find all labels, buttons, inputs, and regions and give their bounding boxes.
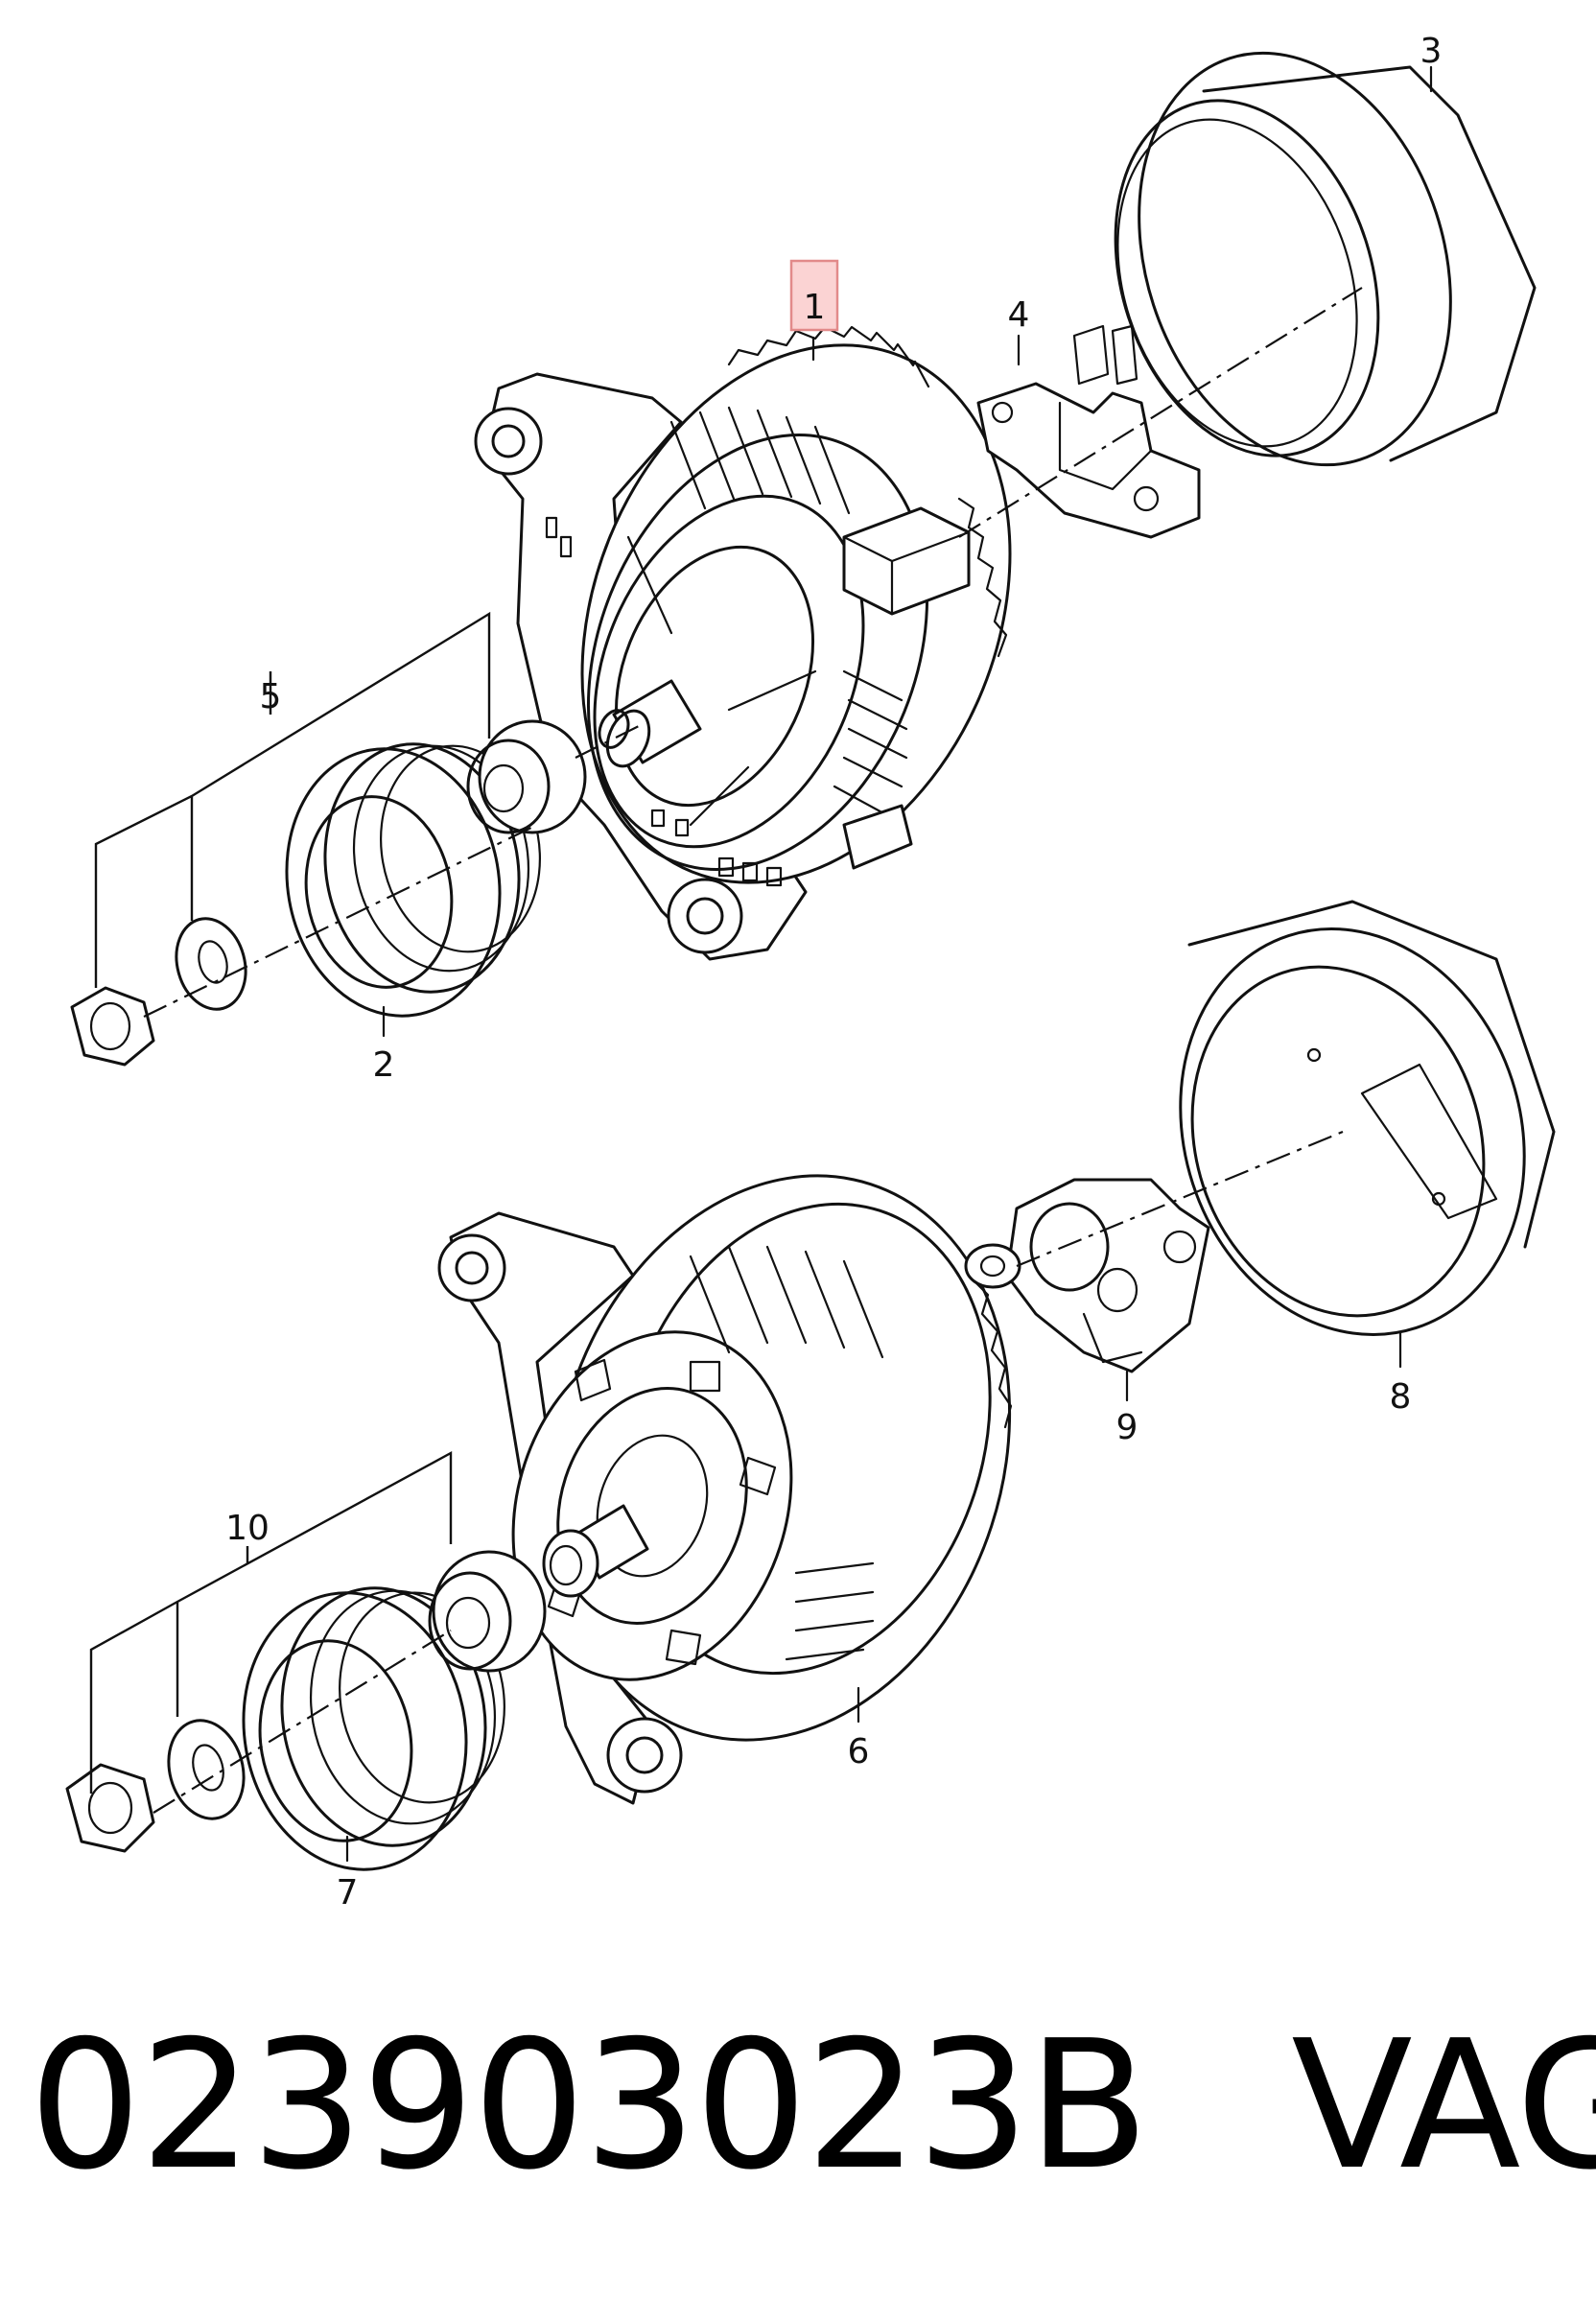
callout-7: 7 — [337, 1873, 359, 1912]
nut-bottom — [65, 1763, 155, 1853]
callout-2: 2 — [373, 1045, 395, 1085]
callout-3: 3 — [1420, 32, 1443, 71]
alternator-bottom — [437, 1174, 1013, 1805]
callout-4: 4 — [1008, 295, 1030, 335]
washer-top — [175, 917, 247, 1011]
callout-1-highlight — [789, 259, 839, 332]
rear-cover-bottom — [1179, 900, 1556, 1337]
rear-cover-top — [1114, 51, 1537, 467]
callout-1: 1 — [804, 288, 826, 327]
alternator-top — [474, 325, 1012, 961]
callout-10: 10 — [225, 1509, 270, 1548]
pulley-bottom — [242, 1586, 505, 1871]
nut-top — [70, 986, 155, 1067]
spacer-top — [466, 719, 587, 834]
washer-bottom — [167, 1719, 246, 1820]
callout-5: 5 — [260, 677, 282, 716]
voltage-regulator-bottom — [964, 1178, 1210, 1373]
part-caption: 023903023B VAG — [29, 2002, 1596, 2209]
callout-6: 6 — [848, 1732, 870, 1771]
part-number: 023903023B — [29, 2002, 1149, 2209]
callout-8: 8 — [1390, 1377, 1412, 1417]
pulley-top — [285, 742, 542, 1018]
spacer-bottom — [428, 1550, 547, 1673]
callout-9: 9 — [1116, 1408, 1138, 1447]
manufacturer-name: VAG — [1291, 2002, 1596, 2209]
